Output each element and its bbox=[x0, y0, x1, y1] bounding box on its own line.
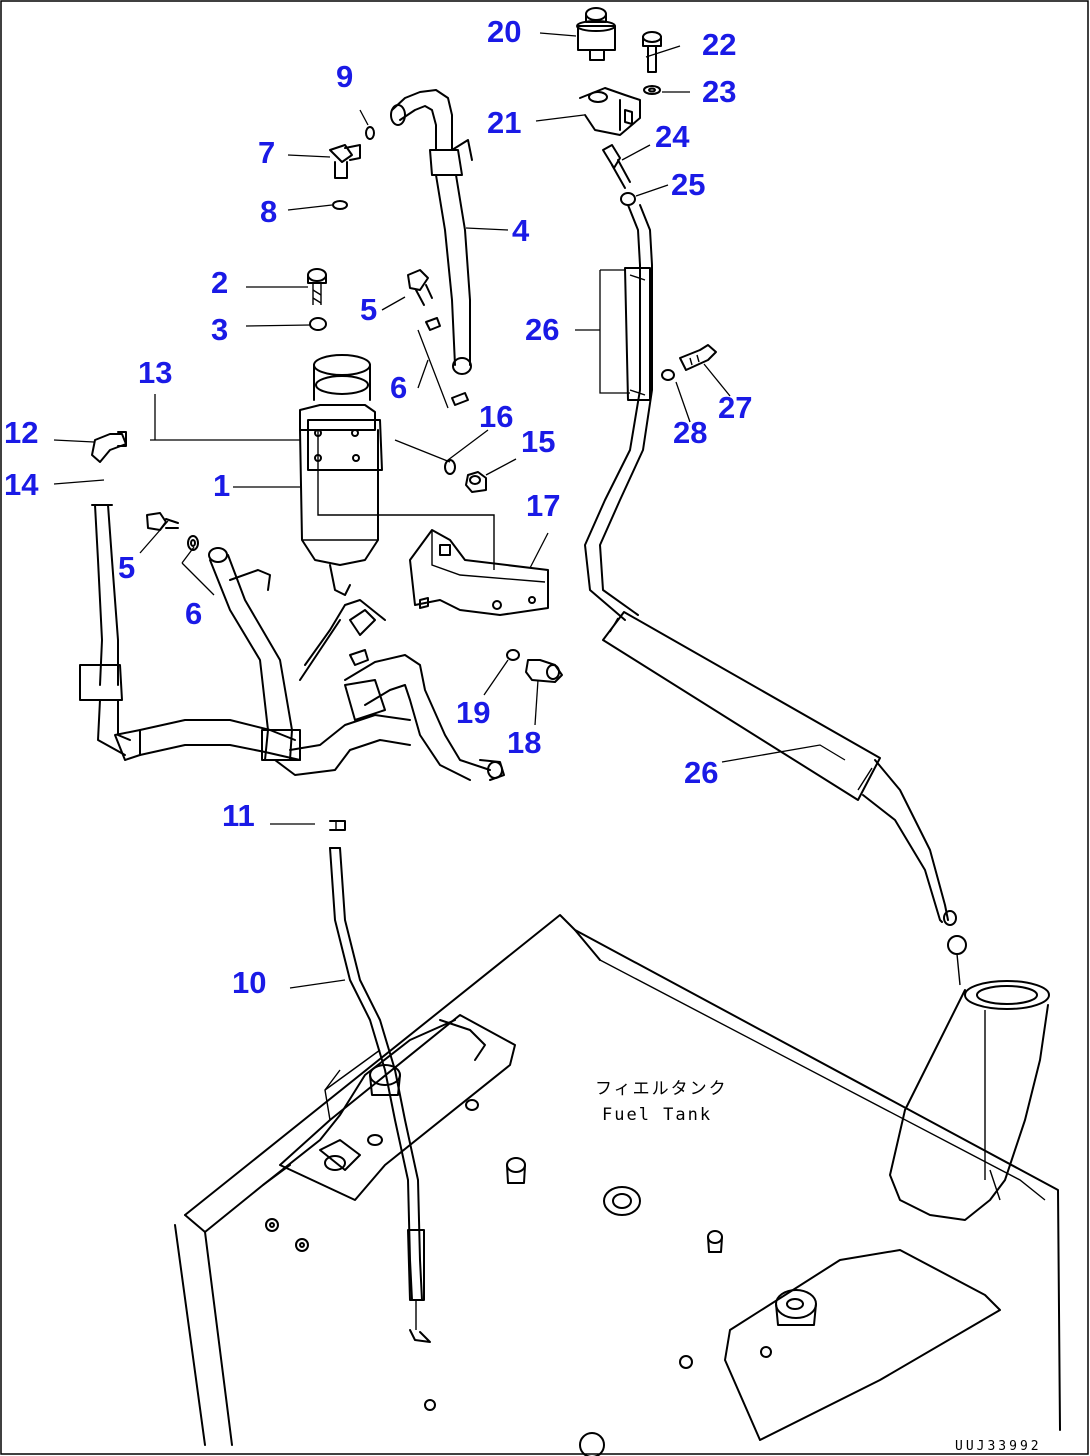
callout-20: 20 bbox=[487, 14, 521, 49]
breather-hose-26 bbox=[584, 204, 957, 926]
callout-28: 28 bbox=[673, 415, 707, 450]
callout-18: 18 bbox=[507, 725, 541, 760]
callout-15: 15 bbox=[521, 424, 555, 459]
bracket-17 bbox=[409, 529, 549, 616]
hose-lower-right bbox=[299, 599, 505, 781]
callout-5-upper: 5 bbox=[360, 292, 377, 327]
callout-12: 12 bbox=[4, 415, 38, 450]
washer-19 bbox=[506, 649, 520, 661]
clip-11 bbox=[329, 820, 346, 831]
washer-6-lower bbox=[187, 535, 199, 551]
callout-26-lower: 26 bbox=[684, 755, 718, 790]
callout-26-upper: 26 bbox=[525, 312, 559, 347]
gauge-rod-10 bbox=[329, 847, 431, 1343]
elbow-7 bbox=[329, 144, 361, 179]
callout-17: 17 bbox=[526, 488, 560, 523]
callout-4: 4 bbox=[512, 213, 530, 248]
hose-filter-outlet bbox=[208, 547, 411, 776]
callout-25: 25 bbox=[671, 167, 705, 202]
callout-27: 27 bbox=[718, 390, 752, 425]
washer-23 bbox=[643, 85, 661, 95]
callout-23: 23 bbox=[702, 74, 736, 109]
callout-22: 22 bbox=[702, 27, 736, 62]
hose-4 bbox=[390, 89, 473, 375]
callout-2: 2 bbox=[211, 265, 228, 300]
callout-13: 13 bbox=[138, 355, 172, 390]
o-ring-8 bbox=[332, 200, 348, 210]
callout-7: 7 bbox=[258, 135, 275, 170]
bolt-15 bbox=[465, 471, 487, 493]
washer-28 bbox=[661, 369, 675, 381]
leader-lines bbox=[53, 32, 846, 989]
callout-3: 3 bbox=[211, 312, 228, 347]
callout-21: 21 bbox=[487, 105, 521, 140]
tank-label-japanese: フィエルタンク bbox=[595, 1079, 728, 1099]
bolt-2 bbox=[307, 268, 327, 305]
bolt-27 bbox=[679, 344, 717, 371]
clamp-25 bbox=[620, 192, 636, 206]
callout-labels: 20 22 23 21 24 25 9 7 8 4 2 5 26 3 13 6 … bbox=[4, 14, 752, 1000]
callout-10: 10 bbox=[232, 965, 266, 1000]
o-ring-9 bbox=[365, 126, 375, 140]
washer-16 bbox=[444, 459, 456, 475]
callout-6-lower: 6 bbox=[185, 596, 202, 631]
washer-3 bbox=[309, 317, 327, 331]
callout-16: 16 bbox=[479, 399, 513, 434]
drawing-code: UUJ33992 bbox=[955, 1439, 1042, 1454]
callout-1: 1 bbox=[213, 468, 230, 503]
elbow-12 bbox=[91, 431, 127, 463]
bolt-5-upper bbox=[407, 269, 433, 306]
fuel-filter-1 bbox=[299, 354, 495, 596]
callout-5-lower: 5 bbox=[118, 550, 135, 585]
washer-6-upper bbox=[425, 317, 469, 406]
bracket-21 bbox=[579, 87, 641, 136]
callout-8: 8 bbox=[260, 194, 277, 229]
fuel-tank bbox=[174, 914, 1061, 1456]
bolt-18 bbox=[525, 659, 563, 683]
callout-14: 14 bbox=[4, 467, 39, 502]
tank-label-english: Fuel Tank bbox=[602, 1105, 712, 1125]
callout-19: 19 bbox=[456, 695, 490, 730]
fitting-24 bbox=[602, 144, 631, 189]
bolt-22 bbox=[642, 31, 662, 73]
hose-14 bbox=[79, 504, 301, 761]
callout-9: 9 bbox=[336, 59, 353, 94]
callout-24: 24 bbox=[655, 119, 690, 154]
breather-20 bbox=[576, 7, 616, 61]
callout-11: 11 bbox=[222, 798, 255, 833]
callout-6-upper: 6 bbox=[390, 370, 407, 405]
